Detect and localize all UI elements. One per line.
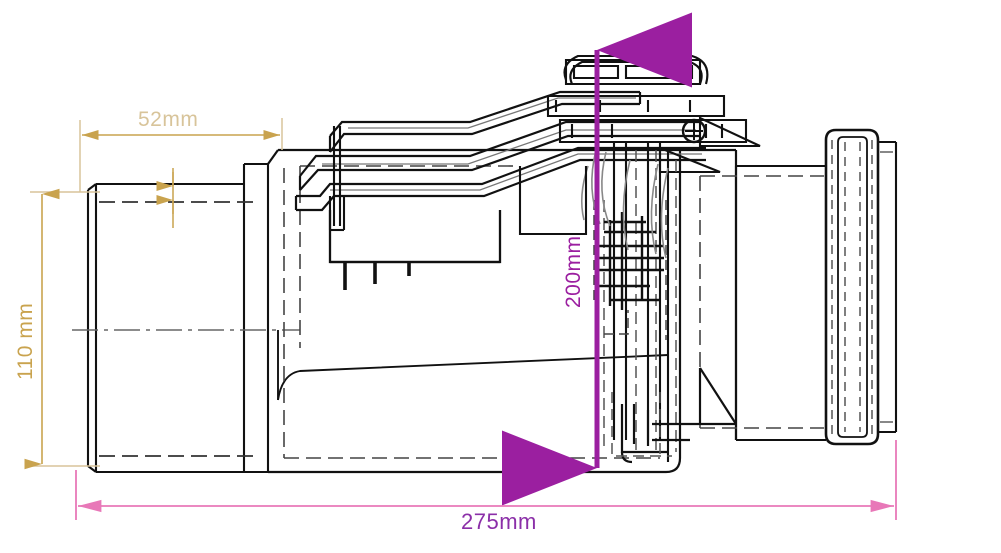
outlet-flange-ribs	[831, 140, 873, 434]
dimension-110mm	[24, 188, 100, 470]
outlet-flange-seal	[824, 128, 880, 446]
outlet-end-plate-hidden	[880, 151, 894, 423]
dimension-label-200mm: 200mm	[562, 235, 585, 308]
bolt-pivot-icon	[681, 118, 707, 144]
angled-brace	[698, 367, 737, 426]
dimension-label-110mm: 110 mm	[14, 302, 37, 380]
dimension-275mm	[75, 440, 897, 520]
outlet-flange-inner	[837, 136, 868, 438]
dimension-label-52mm: 52mm	[138, 108, 199, 131]
inlet-pipe-hidden-lines	[99, 201, 258, 457]
mechanism-pins	[343, 262, 411, 290]
outlet-spigot	[734, 164, 826, 442]
dimension-label-275mm: 275mm	[461, 509, 537, 534]
dimension-52mm	[79, 118, 283, 192]
outlet-end-plate	[878, 140, 898, 434]
housing-interior-floor	[277, 354, 669, 401]
pin-carrier-block	[328, 210, 502, 264]
